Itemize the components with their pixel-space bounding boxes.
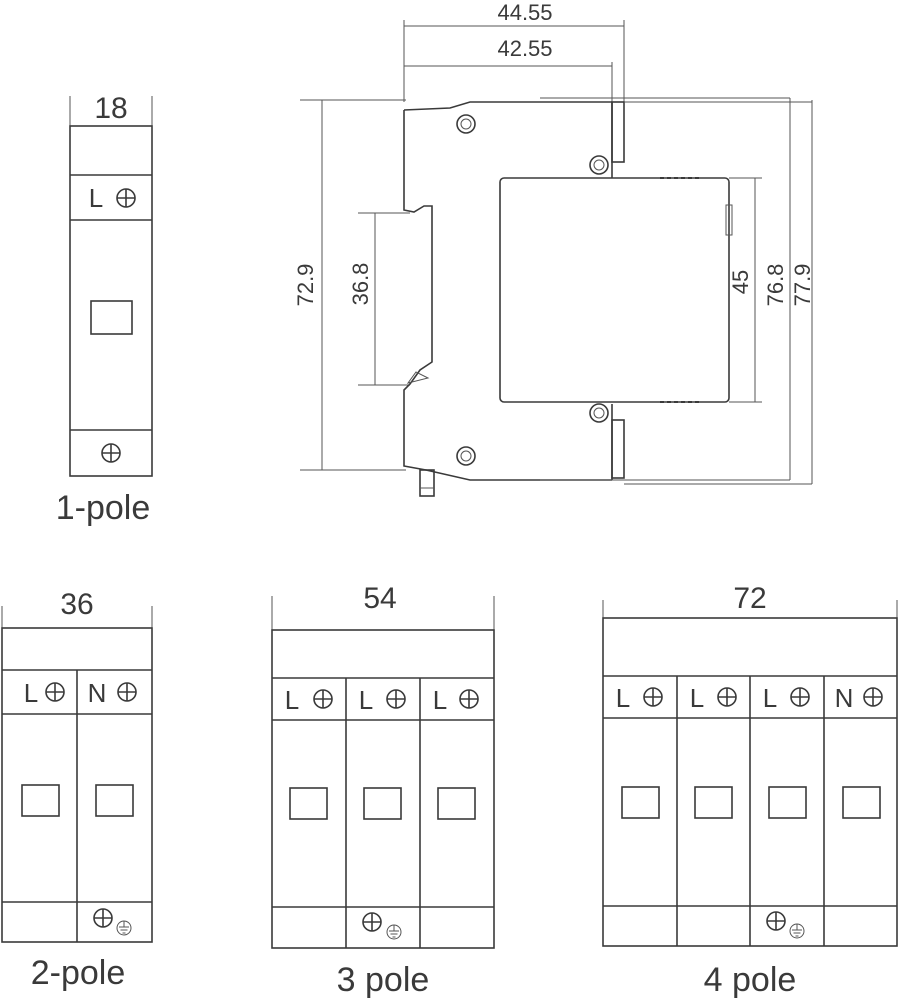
- dim-top-outer: 44.55: [497, 0, 552, 25]
- status-window: [842, 786, 881, 819]
- terminal-label: N: [88, 678, 107, 708]
- ground-icon: [116, 920, 132, 936]
- four-pole-module: 72 L L L N 4 pole: [602, 582, 898, 999]
- one-pole-caption: 1-pole: [56, 489, 151, 527]
- one-pole-width-label: 18: [94, 92, 127, 125]
- status-window: [437, 787, 476, 820]
- four-pole-caption: 4 pole: [704, 961, 797, 999]
- screw-terminal-icon: [643, 687, 663, 707]
- two-pole-module: 36 L N 2-pole: [1, 588, 153, 992]
- terminal-label: L: [24, 678, 38, 708]
- screw-terminal-icon: [101, 443, 121, 463]
- screw-terminal-icon: [93, 908, 113, 928]
- status-window: [363, 787, 402, 820]
- three-pole-module: 54 L L L 3 pole: [271, 582, 495, 999]
- screw-terminal-icon: [766, 911, 786, 931]
- plug-in-body: [499, 177, 730, 403]
- terminal-label: L: [616, 683, 630, 713]
- terminal-label: L: [690, 683, 704, 713]
- status-window: [90, 300, 133, 335]
- dim-body: 45: [728, 270, 753, 294]
- ground-icon: [386, 924, 402, 940]
- screw-terminal-icon: [386, 689, 406, 709]
- terminal-label: L: [763, 683, 777, 713]
- two-pole-caption: 2-pole: [31, 954, 126, 992]
- screw-terminal-icon: [116, 188, 136, 208]
- one-pole-body: [69, 125, 153, 477]
- screw-terminal-icon: [459, 689, 479, 709]
- four-pole-width-label: 72: [733, 582, 766, 615]
- side-view: 44.55 42.55 72.9 36.8: [293, 0, 815, 497]
- two-pole-width-label: 36: [60, 588, 93, 621]
- three-pole-body: [271, 629, 495, 949]
- status-window: [289, 787, 328, 820]
- terminal-label: N: [835, 683, 854, 713]
- terminal-label: L: [285, 685, 299, 715]
- screw-terminal-icon: [45, 682, 65, 702]
- dim-top-inner: 42.55: [497, 36, 552, 61]
- screw-terminal-icon: [717, 687, 737, 707]
- status-window: [694, 786, 733, 819]
- screw-terminal-icon: [790, 687, 810, 707]
- screw-terminal-icon: [117, 682, 137, 702]
- terminal-label: L: [89, 183, 103, 213]
- screw-terminal-icon: [313, 689, 333, 709]
- status-window: [21, 784, 60, 817]
- terminal-label: L: [433, 685, 447, 715]
- three-pole-caption: 3 pole: [337, 961, 430, 999]
- dim-rail: 36.8: [348, 263, 373, 306]
- screw-terminal-icon: [863, 687, 883, 707]
- status-window: [621, 786, 660, 819]
- dim-height-right-inner: 76.8: [763, 264, 788, 307]
- three-pole-width-label: 54: [363, 582, 396, 615]
- screw-terminal-icon: [362, 912, 382, 932]
- status-window: [95, 784, 134, 817]
- dim-height-left: 72.9: [293, 264, 318, 307]
- one-pole-module: 18 L 1-pole: [56, 92, 153, 527]
- dim-height-right-outer: 77.9: [790, 264, 815, 307]
- terminal-label: L: [359, 685, 373, 715]
- status-window: [768, 786, 807, 819]
- ground-icon: [789, 923, 805, 939]
